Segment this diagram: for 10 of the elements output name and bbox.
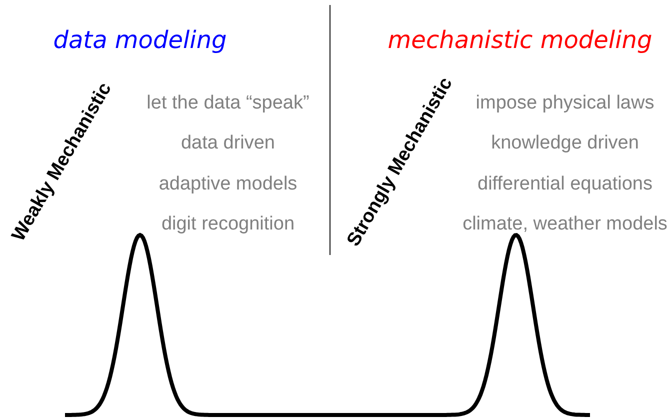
list-item-text: differential equations <box>478 174 652 194</box>
column-heading: mechanistic modeling <box>388 28 652 52</box>
list-item-text: impose physical laws <box>476 94 654 112</box>
list-item-text: knowledge driven <box>491 134 639 152</box>
list-item-text: climate, weather models <box>462 214 668 234</box>
list-item-text: let the data “speak” <box>146 94 310 112</box>
column-heading: data modeling <box>53 28 227 52</box>
list-item-text: digit recognition <box>161 214 295 234</box>
list-item-text: adaptive models <box>158 174 298 194</box>
list-item-text: data driven <box>181 134 275 152</box>
